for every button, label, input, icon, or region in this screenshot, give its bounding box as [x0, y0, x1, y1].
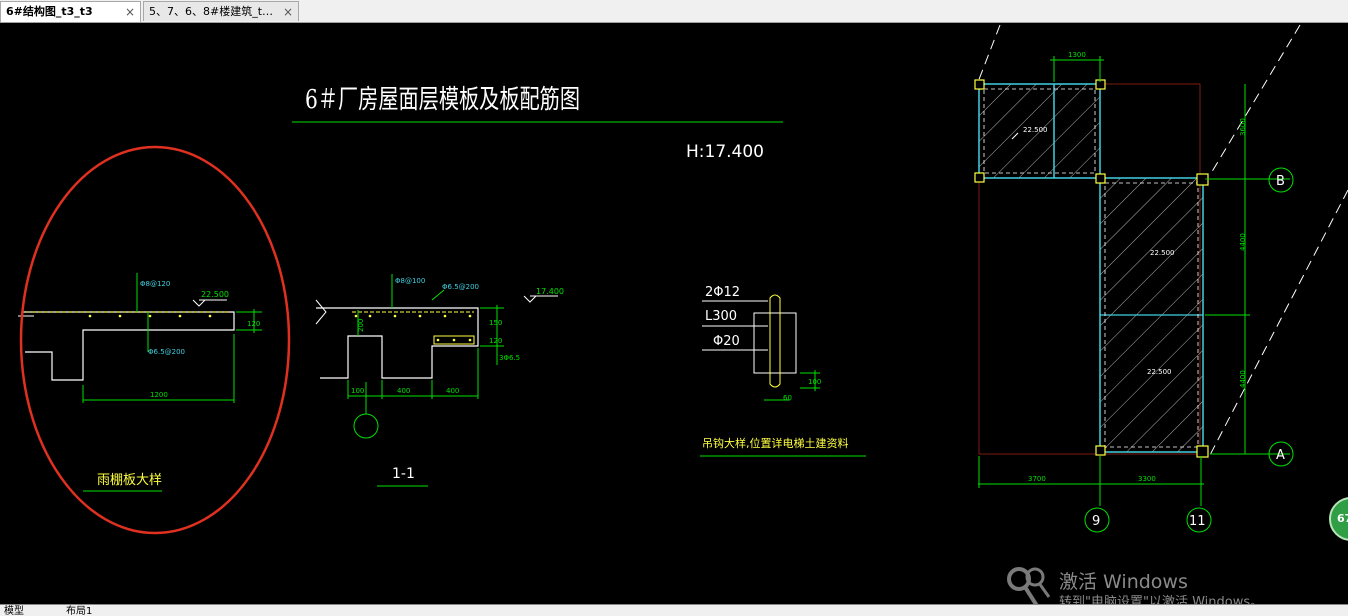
dim-120: 120 [489, 337, 502, 345]
dim-top: 1300 [1068, 51, 1086, 59]
axis-11: 11 [1189, 514, 1206, 529]
document-tab-bar: 6#结构图_t3_t3 × 5、7、6、8#楼建筑_t… × [0, 0, 1348, 23]
section-caption: 1-1 [392, 466, 415, 482]
section-1-1: Φ8@100 Φ6.5@200 17.400 200 150 120 3Φ6.5… [315, 274, 564, 487]
elevation-label: H:17.400 [686, 142, 764, 162]
rebar-top-label: Φ8@120 [140, 280, 170, 288]
slab-outline [22, 311, 235, 381]
level-symbol [192, 299, 206, 307]
hook-line3: Φ20 [713, 334, 740, 349]
hook-detail: 2Φ12 L300 Φ20 100 60 吊钩大样,位置详电梯土建资料 [700, 285, 866, 457]
level-value: 17.400 [536, 287, 564, 296]
dim-bottom-left: 3700 [1028, 475, 1046, 483]
dim-400b: 400 [446, 387, 459, 395]
hook-line1: 2Φ12 [705, 285, 740, 300]
level-value: 22.500 [201, 290, 229, 299]
dim-100: 100 [351, 387, 364, 395]
bottom-bars: 3Φ6.5 [499, 354, 520, 362]
axis-bubble-a [1268, 441, 1294, 467]
dim-150: 150 [489, 319, 502, 327]
dim-bottom-right: 3300 [1138, 475, 1156, 483]
slab-top [978, 83, 1101, 179]
rebar-dots [88, 314, 212, 318]
columns [974, 79, 1209, 458]
axis-bubble-11 [1186, 507, 1212, 533]
rebar-bottom-label: Φ6.5@200 [148, 348, 185, 356]
floor-plan: 22.500 22.500 22.500 1300 3600 4400 4400… [974, 24, 1348, 533]
stirrup [433, 335, 475, 345]
dim-400a: 400 [397, 387, 410, 395]
layout-tab-bar: 模型 布局1 [0, 604, 1348, 616]
level-c: 22.500 [1147, 368, 1172, 376]
rebar-top1-label: Φ8@100 [395, 277, 425, 285]
axis-a: A [1276, 448, 1285, 463]
level-b: 22.500 [1150, 249, 1175, 257]
break-line [315, 299, 327, 325]
dim-right-top: 3600 [1239, 118, 1247, 136]
tab-architecture-drawing[interactable]: 5、7、6、8#楼建筑_t… × [143, 1, 299, 21]
close-icon[interactable]: × [282, 5, 293, 19]
hook-concrete [753, 312, 797, 374]
dim-thickness: 120 [247, 320, 260, 328]
level-a: 22.500 [1023, 126, 1048, 134]
tab-label: 6#结构图_t3_t3 [6, 5, 93, 18]
section-outline [316, 307, 479, 379]
tab-layout1[interactable]: 布局1 [66, 606, 93, 616]
tab-label: 5、7、6、8#楼建筑_t… [149, 5, 274, 18]
rebar-dots [354, 314, 472, 342]
axis-bubble-9 [1084, 507, 1110, 533]
axis-bubble-b [1268, 167, 1294, 193]
axis-bubble [353, 413, 379, 439]
dim-200: 200 [357, 319, 365, 332]
hook-line2: L300 [705, 309, 737, 324]
drawing-title: 6＃厂房屋面层模板及板配筋图 [305, 85, 580, 115]
hook-bar [769, 294, 781, 388]
level-symbol [523, 295, 537, 303]
watermark-title: 激活 Windows [1059, 571, 1188, 593]
detail-caption: 雨棚板大样 [97, 473, 162, 488]
axis-b: B [1276, 174, 1285, 189]
dim-100: 100 [808, 378, 821, 386]
rebar-top2-label: Φ6.5@200 [442, 283, 479, 291]
canopy-slab-detail: Φ8@120 Φ6.5@200 22.500 120 1200 雨棚板大样 [18, 273, 262, 492]
dim-60: 60 [783, 394, 792, 402]
dim-width: 1200 [150, 391, 168, 399]
tab-structure-drawing[interactable]: 6#结构图_t3_t3 × [0, 1, 141, 22]
cad-drawing-canvas[interactable]: 6＃厂房屋面层模板及板配筋图 H:17.400 Φ8@120 Φ6.5@200 … [0, 22, 1348, 604]
dim-right-bot: 4400 [1239, 370, 1247, 388]
hook-caption: 吊钩大样,位置详电梯土建资料 [702, 436, 849, 450]
highlight-ellipse [19, 145, 291, 535]
axis-9: 9 [1092, 514, 1100, 529]
close-icon[interactable]: × [124, 5, 135, 19]
tab-model[interactable]: 模型 [4, 606, 24, 616]
dim-right-mid: 4400 [1239, 233, 1247, 251]
